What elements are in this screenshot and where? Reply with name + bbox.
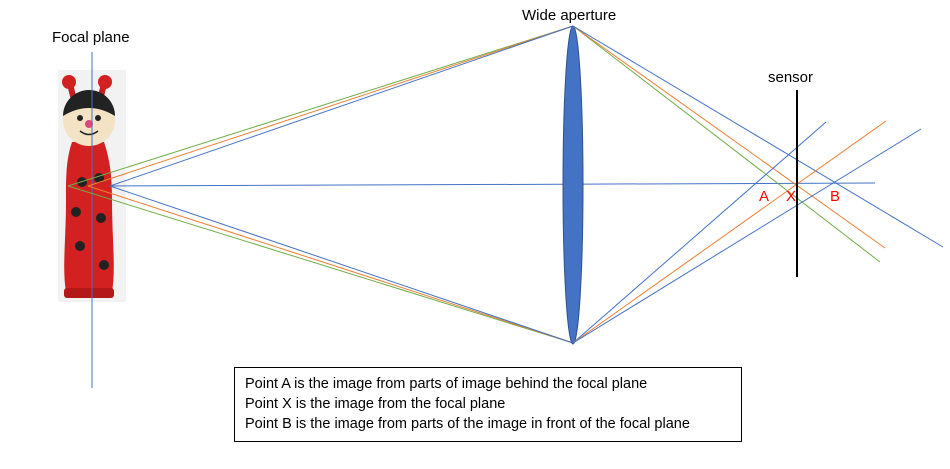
ray-green-lower [67,185,574,344]
incoming-rays [67,25,876,344]
ray-orange-converge-x-top [572,25,886,249]
ray-blue-converge-b-bottom [572,128,922,344]
ray-blue-upper [109,25,574,187]
focal-plane-label: Focal plane [52,29,130,46]
ray-orange-lower [87,185,574,344]
point-b-label: B [830,188,840,205]
ray-blue-converge-a-bottom [572,121,827,344]
ray-green-converge-a-top [572,25,881,263]
point-x-label: X [786,188,796,205]
point-x-explanation: Point X is the image from the focal plan… [245,396,506,412]
optical-axis-ray [109,182,876,187]
sensor-label: sensor [768,69,813,86]
point-a-explanation: Point A is the image from parts of image… [245,376,648,392]
point-b-explanation: Point B is the image from parts of the i… [245,416,690,432]
explanation-box: Point A is the image from parts of image… [234,367,742,442]
lens-wide-aperture [562,25,584,345]
ray-blue-converge-b-top [572,25,944,248]
wide-aperture-label: Wide aperture [522,7,616,24]
outgoing-rays [572,25,944,344]
point-a-label: A [759,188,769,205]
ray-orange-converge-x-bottom [572,120,887,344]
ray-green-upper [67,25,574,187]
ray-blue-lower [109,185,574,344]
ray-orange-upper [87,25,574,187]
